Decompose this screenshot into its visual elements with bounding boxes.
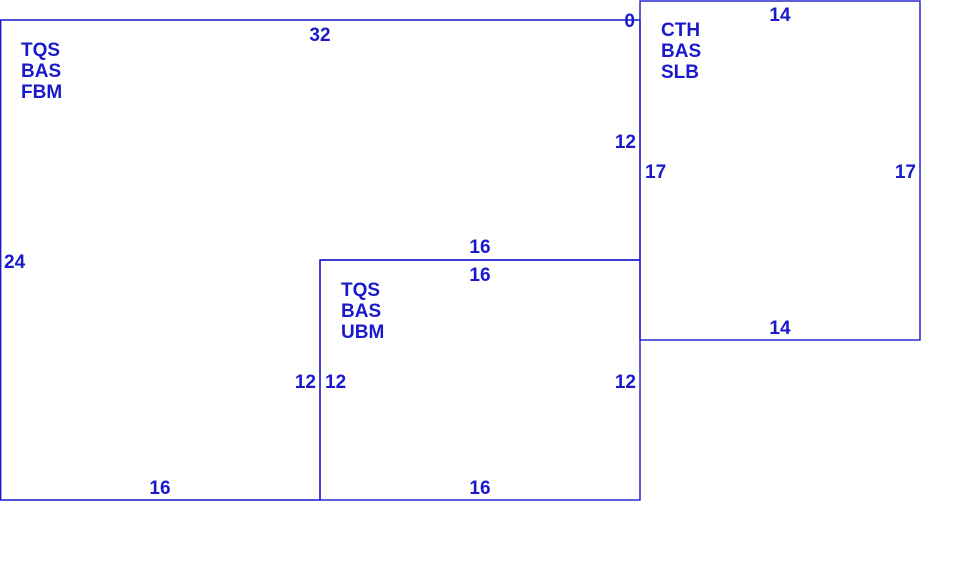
room-slb-outline	[639, 0, 921, 341]
room-slb-label-line: SLB	[661, 62, 699, 83]
dimension-fbm-left: 24	[4, 252, 26, 273]
room-ubm-label: TQS BAS UBM	[341, 280, 384, 343]
room-slb-label-line: CTH	[661, 20, 700, 41]
room-slb-label-line: BAS	[661, 41, 701, 62]
dimension-fbm-top: 32	[309, 25, 330, 46]
room-fbm-label-line: FBM	[21, 82, 62, 103]
room-ubm-label-line: UBM	[341, 322, 384, 343]
room-fbm-label-line: TQS	[21, 40, 60, 61]
dimension-ubm-left: 12	[325, 372, 346, 393]
dimension-fbm-top-right: 0	[624, 11, 635, 32]
dimension-ubm-top: 16	[469, 265, 490, 286]
room-ubm-outline	[319, 259, 641, 501]
room-fbm-label: TQS BAS FBM	[21, 40, 62, 103]
dimension-fbm-right-upper: 12	[615, 132, 636, 153]
room-slb-label: CTH BAS SLB	[661, 20, 701, 83]
dimension-slb-left: 17	[645, 162, 666, 183]
dimension-ubm-right: 12	[615, 372, 636, 393]
dimension-fbm-bottom: 16	[149, 478, 170, 499]
dimension-slb-bottom: 14	[769, 318, 791, 339]
room-ubm-label-line: BAS	[341, 301, 381, 322]
dimension-fbm-right-lower: 12	[295, 372, 316, 393]
dimension-slb-right: 17	[895, 162, 916, 183]
room-ubm-label-line: TQS	[341, 280, 380, 301]
dimension-ubm-bottom: 16	[469, 478, 490, 499]
room-fbm-label-line: BAS	[21, 61, 61, 82]
dimension-fbm-step-top: 16	[469, 237, 490, 258]
dimension-slb-top: 14	[769, 5, 791, 26]
